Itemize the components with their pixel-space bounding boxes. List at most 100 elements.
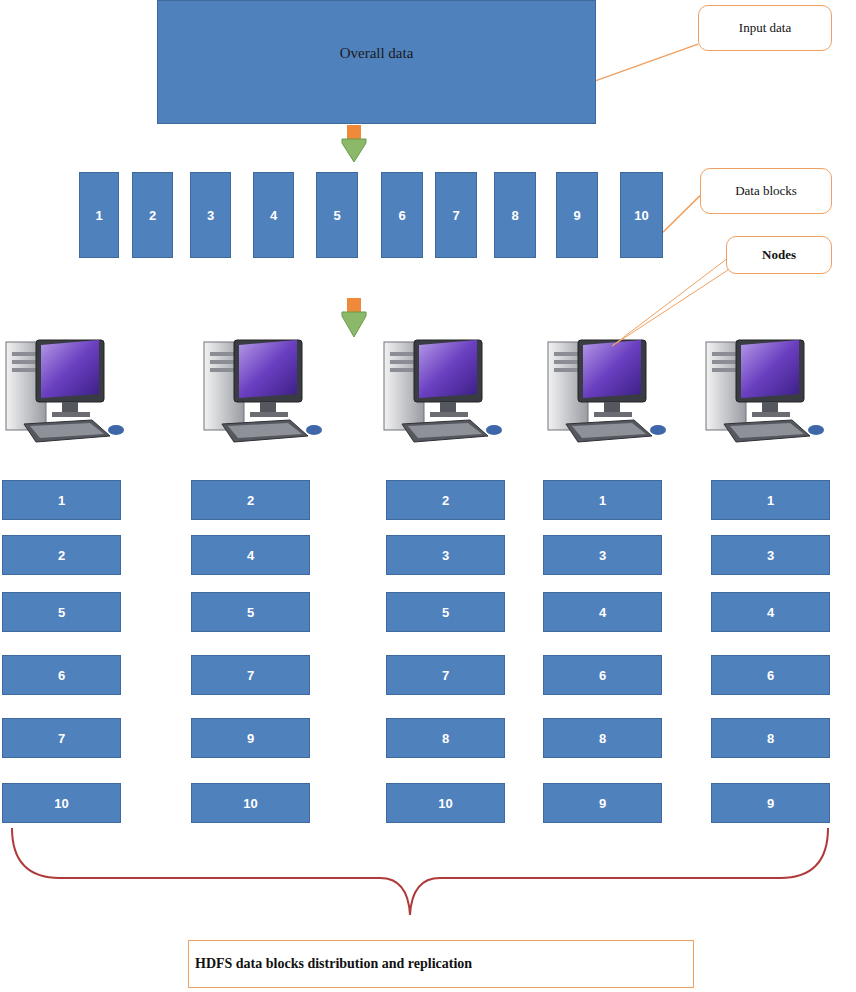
node-label: 8 — [767, 731, 774, 746]
node-label: 4 — [247, 548, 254, 563]
node-label: 7 — [58, 731, 65, 746]
replica-block: 4 — [711, 592, 830, 632]
data-block: 3 — [190, 172, 231, 258]
leader-line — [596, 44, 698, 81]
leader-line — [612, 258, 728, 346]
node-label: Nodes — [762, 247, 796, 263]
replica-block: 1 — [543, 480, 662, 520]
replica-block: 8 — [711, 718, 830, 758]
replica-block: 3 — [543, 535, 662, 575]
replica-block: 2 — [386, 480, 505, 520]
replica-block: 9 — [191, 718, 310, 758]
replica-block: 3 — [711, 535, 830, 575]
node-label: 9 — [599, 796, 606, 811]
node-label: 6 — [58, 668, 65, 683]
flow-arrow — [342, 125, 366, 162]
node-label: 10 — [243, 796, 257, 811]
replica-block: 5 — [386, 592, 505, 632]
replica-block: 7 — [386, 655, 505, 695]
node-label: 2 — [442, 493, 449, 508]
node-label: 9 — [767, 796, 774, 811]
node-label: 3 — [442, 548, 449, 563]
node-label: Input data — [739, 20, 791, 36]
node-label: 9 — [573, 208, 580, 223]
data-block: 5 — [316, 172, 358, 258]
callout-box: Nodes — [726, 236, 832, 274]
replica-block: 2 — [2, 535, 121, 575]
node-label: 2 — [149, 208, 156, 223]
computer-icon — [204, 340, 322, 442]
callout-box: Data blocks — [700, 168, 832, 214]
replica-block: 3 — [386, 535, 505, 575]
flow-arrow — [342, 298, 366, 337]
node-label: 3 — [207, 208, 214, 223]
replica-block: 6 — [2, 655, 121, 695]
caption-box: HDFS data blocks distribution and replic… — [188, 940, 694, 988]
replica-block: 4 — [543, 592, 662, 632]
node-label: 10 — [54, 796, 68, 811]
data-block: 9 — [556, 172, 598, 258]
data-block: 7 — [435, 172, 477, 258]
node-label: 1 — [95, 208, 102, 223]
data-box: Overall data — [157, 0, 596, 124]
replica-block: 7 — [2, 718, 121, 758]
node-label: 8 — [442, 731, 449, 746]
node-label: 1 — [58, 493, 65, 508]
data-block: 6 — [381, 172, 423, 258]
replica-block: 9 — [543, 783, 662, 823]
replica-block: 2 — [191, 480, 310, 520]
replica-block: 5 — [191, 592, 310, 632]
replica-block: 10 — [386, 783, 505, 823]
computer-icon — [706, 340, 824, 442]
replica-block: 7 — [191, 655, 310, 695]
node-label: 6 — [767, 668, 774, 683]
callout-box: Input data — [698, 5, 832, 51]
data-block: 8 — [494, 172, 536, 258]
replica-block: 1 — [2, 480, 121, 520]
replica-block: 8 — [543, 718, 662, 758]
data-block: 10 — [620, 172, 663, 258]
computer-icon — [384, 340, 502, 442]
replica-block: 4 — [191, 535, 310, 575]
replica-block: 5 — [2, 592, 121, 632]
node-label: Overall data — [340, 45, 414, 62]
node-label: 5 — [333, 208, 340, 223]
node-label: 7 — [442, 668, 449, 683]
node-label: 5 — [58, 605, 65, 620]
bracket — [12, 828, 828, 915]
node-label: 5 — [247, 605, 254, 620]
node-label: 6 — [398, 208, 405, 223]
node-label: 8 — [599, 731, 606, 746]
node-label: 4 — [599, 605, 606, 620]
replica-block: 1 — [711, 480, 830, 520]
node-label: 4 — [767, 605, 774, 620]
node-label: Data blocks — [735, 183, 797, 199]
node-label: 5 — [442, 605, 449, 620]
node-label: 2 — [58, 548, 65, 563]
replica-block: 8 — [386, 718, 505, 758]
leader-line — [663, 196, 700, 233]
node-label: 9 — [247, 731, 254, 746]
computer-icon — [548, 340, 666, 442]
node-label: 4 — [270, 208, 277, 223]
computer-icon — [6, 340, 124, 442]
node-label: 7 — [452, 208, 459, 223]
node-label: 10 — [634, 208, 648, 223]
node-label: 10 — [438, 796, 452, 811]
node-label: 8 — [511, 208, 518, 223]
node-label: 6 — [599, 668, 606, 683]
replica-block: 10 — [191, 783, 310, 823]
node-label: 1 — [599, 493, 606, 508]
node-label: HDFS data blocks distribution and replic… — [195, 956, 472, 972]
node-label: 7 — [247, 668, 254, 683]
replica-block: 6 — [543, 655, 662, 695]
node-label: 3 — [599, 548, 606, 563]
node-label: 1 — [767, 493, 774, 508]
replica-block: 9 — [711, 783, 830, 823]
data-block: 1 — [79, 172, 119, 258]
node-label: 3 — [767, 548, 774, 563]
data-block: 4 — [253, 172, 294, 258]
replica-block: 10 — [2, 783, 121, 823]
data-block: 2 — [132, 172, 173, 258]
node-label: 2 — [247, 493, 254, 508]
